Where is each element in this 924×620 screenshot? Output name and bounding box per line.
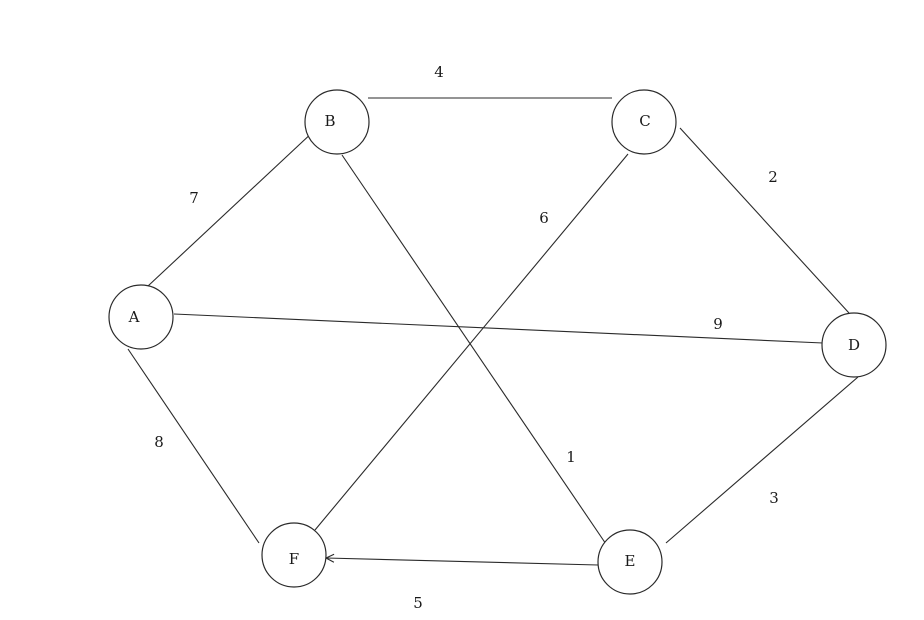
node-f: F — [261, 522, 327, 588]
node-b: B — [304, 89, 370, 155]
edge-weight-b-e: 1 — [566, 448, 576, 466]
edge-weight-a-b: 7 — [189, 189, 199, 207]
node-c-label: C — [639, 112, 650, 130]
node-c: C — [611, 89, 677, 155]
node-b-circle — [304, 89, 370, 155]
edge-e-f — [326, 558, 599, 566]
edge-a-f — [127, 348, 260, 544]
node-a-circle — [108, 284, 174, 350]
node-f-circle — [261, 522, 327, 588]
node-e-label: E — [625, 552, 636, 570]
node-d-circle — [821, 312, 887, 378]
edge-c-f — [314, 153, 629, 531]
node-b-label: B — [324, 112, 335, 130]
weights-layer: 4 7 2 6 9 8 1 3 5 — [154, 63, 779, 612]
edge-weight-e-f: 5 — [413, 594, 423, 612]
edge-a-b — [147, 129, 316, 287]
edge-weight-d-e: 3 — [769, 489, 779, 507]
edge-weight-c-d: 2 — [768, 168, 778, 186]
edge-weight-c-f: 6 — [539, 209, 549, 227]
edge-weight-a-d: 9 — [713, 315, 723, 333]
nodes-layer: A B C D E F — [108, 89, 887, 595]
edge-b-e — [341, 154, 609, 548]
node-e: E — [597, 529, 663, 595]
edges-layer — [127, 97, 859, 566]
edge-c-d — [679, 127, 850, 314]
node-a-label: A — [128, 308, 140, 326]
node-d-label: D — [848, 336, 860, 354]
node-e-circle — [597, 529, 663, 595]
edge-weight-a-f: 8 — [154, 433, 164, 451]
node-c-circle — [611, 89, 677, 155]
edge-d-e — [665, 376, 859, 544]
edge-a-d — [173, 313, 824, 344]
node-f-label: F — [289, 550, 299, 568]
edge-weight-b-c: 4 — [434, 63, 444, 81]
node-a: A — [108, 284, 174, 350]
node-d: D — [821, 312, 887, 378]
